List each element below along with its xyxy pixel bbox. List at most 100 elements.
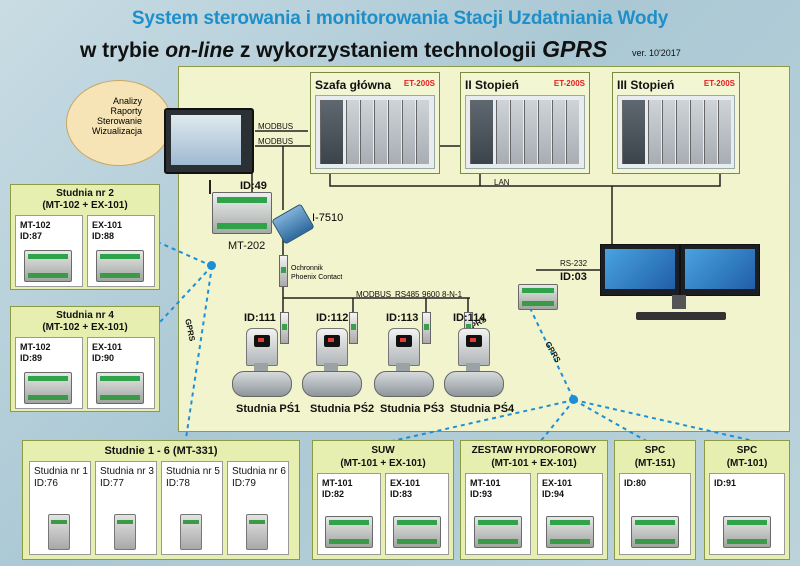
pc-modem-id: ID:03 xyxy=(560,271,587,283)
plc-module xyxy=(552,100,565,164)
fuse-icon xyxy=(349,312,358,344)
cabinet-stage-3: III Stopień ET-200S xyxy=(612,72,740,174)
module-cell: MT-102 ID:87 xyxy=(15,215,83,287)
plc-rack xyxy=(315,95,435,169)
box-title: SUW xyxy=(371,445,395,456)
pc-gprs-modem xyxy=(518,284,558,310)
module-cell: MT-101 ID:82 xyxy=(317,473,381,555)
cabinet-badge: ET-200S xyxy=(403,79,435,88)
module-label: ID:80 xyxy=(624,478,647,488)
mt202-id: ID:49 xyxy=(240,180,267,192)
ex101-device-icon xyxy=(96,372,144,404)
plc-cpu xyxy=(622,100,645,164)
plc-cpu xyxy=(320,100,343,164)
cabinet-badge: ET-200S xyxy=(703,79,735,88)
version-label: ver. 10'2017 xyxy=(632,48,681,58)
cabinet-badge: ET-200S xyxy=(553,79,585,88)
plc-module xyxy=(524,100,537,164)
module-cell: EX-101 ID:88 xyxy=(87,215,155,287)
gprs-link-spc2 xyxy=(573,399,759,443)
well-id: ID:77 xyxy=(100,478,124,489)
plc-module xyxy=(416,100,429,164)
well-id: ID:78 xyxy=(166,478,190,489)
module-cell: EX-101 ID:90 xyxy=(87,337,155,409)
box-title: Studnie 1 - 6 (MT-331) xyxy=(104,445,218,457)
diagram-subtitle: w trybie on-line z wykorzystaniem techno… xyxy=(80,36,608,62)
module-label: MT-102 ID:89 xyxy=(20,342,51,363)
plc-module xyxy=(496,100,509,164)
plc-module xyxy=(402,100,415,164)
plc-rack xyxy=(617,95,735,169)
box-title: Studnia nr 4 xyxy=(56,310,114,321)
module-label: ID:91 xyxy=(714,478,737,488)
gprs-hub-dot xyxy=(569,395,578,404)
gprs-link-pc xyxy=(529,307,575,401)
fuse-icon xyxy=(280,312,289,344)
mt331-device-icon xyxy=(246,514,268,550)
module-label: EX-101 ID:88 xyxy=(92,220,123,241)
well-id: ID:79 xyxy=(232,478,256,489)
box-title: ZESTAW HYDROFOROWY xyxy=(471,445,597,456)
antenna-icon xyxy=(209,180,211,194)
meter-name: Studnia PŚ2 xyxy=(310,403,375,415)
terminal-strip xyxy=(217,197,267,203)
terminal-strip xyxy=(217,223,267,229)
module-label: EX-101 ID:90 xyxy=(92,342,123,363)
plc-module xyxy=(388,100,401,164)
mt101-device-icon xyxy=(723,516,771,548)
rs232-label: RS-232 xyxy=(560,259,588,268)
mt331-device-icon xyxy=(114,514,136,550)
plc-module xyxy=(510,100,523,164)
box-title: Studnia nr 2 xyxy=(56,188,114,199)
modbus-bus-label: MODBUS xyxy=(356,290,392,299)
module-label: MT-101 ID:93 xyxy=(470,478,501,499)
i7510-label: I-7510 xyxy=(312,212,344,224)
meter-name: Studnia PŚ3 xyxy=(380,403,445,415)
mt331-device-icon xyxy=(48,514,70,550)
mt151-device-icon xyxy=(631,516,679,548)
fuse-icon xyxy=(422,312,431,344)
plc-rack xyxy=(465,95,585,169)
meter-name: Studnia PŚ1 xyxy=(236,403,301,415)
mt202-device xyxy=(212,192,272,234)
meter-id: ID:114 xyxy=(453,312,486,324)
mt102-device-icon xyxy=(24,250,72,282)
hmi-panel xyxy=(164,108,254,174)
mt101-device-icon xyxy=(474,516,522,548)
well-name: Studnia nr 6 xyxy=(232,466,286,477)
station-box-spc-101: SPC (MT-101) ID:91 xyxy=(704,440,790,560)
modbus-label-2: MODBUS xyxy=(258,137,294,146)
ex101-device-icon xyxy=(96,250,144,282)
monitor-stand xyxy=(672,295,686,309)
mt202-label: MT-202 xyxy=(228,240,266,252)
gprs-link-spc1 xyxy=(573,399,649,443)
cabinet-title: Szafa główna xyxy=(315,78,392,92)
function-label: Wizualizacja xyxy=(92,126,143,136)
meter-name: Studnia PŚ4 xyxy=(450,403,515,415)
plc-module xyxy=(676,100,689,164)
plc-module xyxy=(690,100,703,164)
hmi-screen xyxy=(171,115,241,165)
serial-params-label: 9600 8-N-1 xyxy=(422,290,463,299)
ex101-device-icon xyxy=(393,516,441,548)
mt101-device-icon xyxy=(325,516,373,548)
function-label: Analizy xyxy=(112,96,142,106)
box-subtitle: (MT-101) xyxy=(726,458,768,469)
mt102-device-icon xyxy=(24,372,72,404)
plc-module xyxy=(566,100,579,164)
box-subtitle: (MT-102 + EX-101) xyxy=(42,322,128,333)
module-cell: ID:80 xyxy=(619,473,691,555)
lan-label: LAN xyxy=(494,178,510,187)
module-cell: ID:91 xyxy=(709,473,785,555)
meter-id: ID:111 xyxy=(244,312,276,324)
box-subtitle: (MT-102 + EX-101) xyxy=(42,200,128,211)
gprs-link-well2 xyxy=(159,242,213,267)
station-box-hydro: ZESTAW HYDROFOROWY (MT-101 + EX-101) MT-… xyxy=(460,440,608,560)
lan-line xyxy=(329,165,721,187)
plc-module xyxy=(648,100,661,164)
